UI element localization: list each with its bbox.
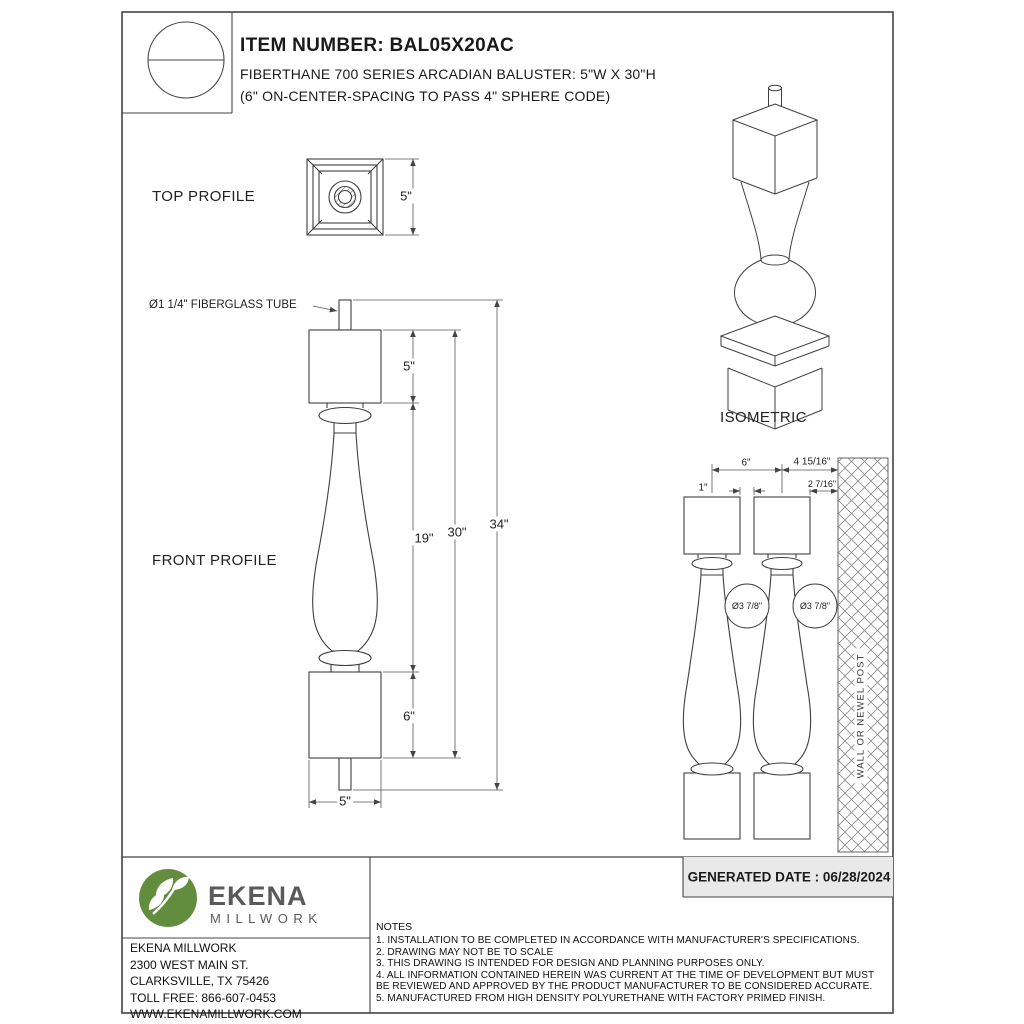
address-block: EKENA MILLWORK 2300 WEST MAIN ST. CLARKS… bbox=[130, 940, 302, 1023]
dim-center-to-wall: 4 15/16" bbox=[791, 456, 833, 468]
note-item: 2. DRAWING MAY NOT BE TO SCALE bbox=[376, 946, 554, 958]
fiberglass-tube-note: Ø1 1/4" FIBERGLASS TUBE bbox=[149, 299, 297, 311]
dim-baluster-height: 30" bbox=[445, 524, 469, 540]
address-line: TOLL FREE: 866-607-0453 bbox=[130, 990, 277, 1005]
vase-body bbox=[312, 432, 378, 652]
footer-lines bbox=[122, 856, 893, 1013]
dim-sphere-left: Ø3 7/8" bbox=[731, 601, 763, 611]
dim-edge-to-wall: 2 7/16" bbox=[806, 479, 838, 489]
dim-sphere-right: Ø3 7/8" bbox=[799, 601, 831, 611]
sphere-code-circle-right bbox=[792, 583, 838, 629]
front-profile-drawing bbox=[308, 299, 382, 791]
top-profile-label: TOP PROFILE bbox=[152, 188, 256, 205]
subtitle-line-2: (6" ON-CENTER-SPACING TO PASS 4" SPHERE … bbox=[240, 88, 611, 104]
dim-top-block-height: 5" bbox=[401, 358, 417, 374]
spacing-baluster-right bbox=[752, 496, 812, 840]
top-block bbox=[308, 329, 382, 404]
brand-name: EKENA bbox=[208, 881, 308, 911]
dim-bottom-block-height: 6" bbox=[401, 708, 417, 724]
dim-overall-height: 34" bbox=[487, 516, 511, 532]
sheet-border bbox=[121, 11, 894, 1014]
logo-leaf bbox=[172, 876, 189, 890]
spacing-baluster-left bbox=[682, 496, 742, 840]
title-block-lines bbox=[122, 12, 233, 114]
logo-leaf bbox=[148, 892, 165, 910]
dim-on-center-spacing: 6" bbox=[739, 457, 753, 469]
dim-top-profile-width: 5" bbox=[398, 188, 414, 204]
address-line: EKENA MILLWORK bbox=[130, 941, 237, 955]
fiberglass-tube-bottom bbox=[338, 757, 352, 791]
subtitle-line-1: FIBERTHANE 700 SERIES ARCADIAN BALUSTER:… bbox=[240, 66, 656, 82]
address-line: CLARKSVILLE, TX 75426 bbox=[130, 974, 270, 988]
address-line: WWW.EKENAMILLWORK.COM bbox=[130, 1007, 302, 1021]
notes-title: NOTES bbox=[376, 921, 413, 933]
logo-leaf bbox=[155, 878, 174, 898]
isometric-drawing bbox=[719, 84, 831, 430]
address-line: 2300 WEST MAIN ST. bbox=[130, 957, 249, 972]
wall-or-newel-post-label: WALL OR NEWEL POST bbox=[854, 648, 868, 784]
brand-sub: MILLWORK bbox=[210, 911, 323, 926]
dim-baluster-gap: 1" bbox=[696, 482, 710, 494]
notes-block: NOTES 1. INSTALLATION TO BE COMPLETED IN… bbox=[376, 921, 890, 1005]
bottom-block bbox=[308, 671, 382, 759]
spacing-dimension-lines bbox=[711, 464, 838, 495]
dim-bottom-width: 5" bbox=[337, 793, 353, 809]
note-item: 3. THIS DRAWING IS INTENDED FOR DESIGN A… bbox=[376, 958, 765, 970]
sphere-code-circle-left bbox=[724, 583, 770, 629]
isometric-label: ISOMETRIC bbox=[720, 409, 807, 426]
front-profile-label: FRONT PROFILE bbox=[152, 552, 277, 569]
generated-date-cell bbox=[683, 857, 893, 897]
generated-date: GENERATED DATE : 06/28/2024 bbox=[687, 869, 891, 885]
note-item: 1. INSTALLATION TO BE COMPLETED IN ACCOR… bbox=[376, 935, 860, 946]
note-item: 5. MANUFACTURED FROM HIGH DENSITY POLYUR… bbox=[376, 992, 826, 1004]
ekena-logo bbox=[139, 869, 197, 927]
dim-turned-section-height: 19" bbox=[412, 530, 436, 546]
top-profile-drawing bbox=[306, 158, 384, 236]
fiberglass-tube-top bbox=[338, 299, 352, 331]
item-number-title: ITEM NUMBER: BAL05X20AC bbox=[240, 35, 514, 56]
note-item: 4. ALL INFORMATION CONTAINED HEREIN WAS … bbox=[376, 969, 875, 993]
